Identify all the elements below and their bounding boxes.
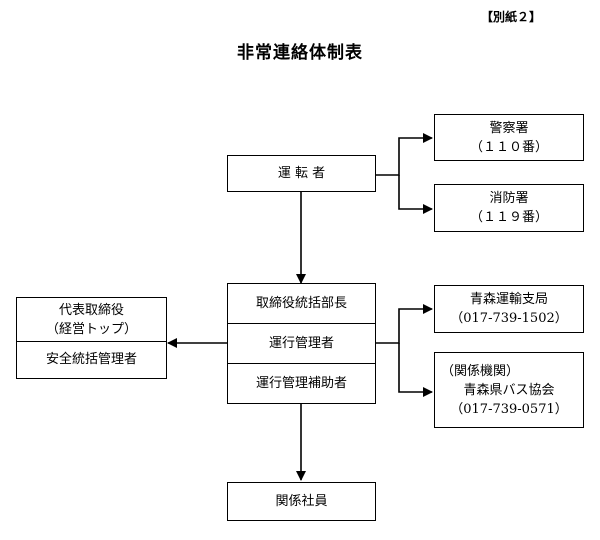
police-box: 警察署 （１１０番） bbox=[434, 114, 584, 161]
transport-bureau-box: 青森運輸支局 （017-739-1502） bbox=[434, 285, 584, 333]
management-director-cell: 取締役統括部長 bbox=[228, 284, 375, 324]
police-number: （１１０番） bbox=[469, 139, 548, 155]
bus-association-phone: （017-739-0571） bbox=[450, 401, 568, 417]
staff-label: 関係社員 bbox=[275, 494, 328, 509]
driver-to-fire-arrow bbox=[398, 175, 433, 214]
page-title: 非常連絡体制表 bbox=[237, 43, 363, 63]
management-box: 取締役統括部長 運行管理者 運行管理補助者 bbox=[227, 283, 376, 404]
staff-box: 関係社員 bbox=[227, 482, 376, 521]
transport-bureau-label: 青森運輸支局 bbox=[469, 292, 548, 307]
manager-label: 運行管理者 bbox=[268, 336, 334, 351]
management-assistant-cell: 運行管理補助者 bbox=[228, 364, 375, 402]
assistant-label: 運行管理補助者 bbox=[255, 375, 347, 391]
executive-top-cell: 代表取締役 （経営トップ） bbox=[17, 298, 166, 342]
executive-subtitle: （経営トップ） bbox=[45, 321, 137, 337]
director-label: 取締役統括部長 bbox=[255, 296, 347, 311]
executive-box: 代表取締役 （経営トップ） 安全統括管理者 bbox=[16, 297, 167, 379]
bus-association-label: 青森県バス協会 bbox=[463, 382, 555, 398]
fire-box: 消防署 （１１９番） bbox=[434, 184, 584, 232]
transport-bureau-phone: （017-739-1502） bbox=[450, 311, 568, 326]
management-to-association-arrow bbox=[398, 343, 433, 397]
driver-to-police-arrow bbox=[376, 133, 433, 176]
executive-title: 代表取締役 bbox=[58, 302, 124, 318]
annex-label: 【別紙２】 bbox=[481, 10, 542, 24]
bus-association-box: （関係機関） 青森県バス協会 （017-739-0571） bbox=[434, 352, 584, 428]
police-label: 警察署 bbox=[489, 120, 529, 136]
fire-number: （１１９番） bbox=[469, 210, 548, 225]
bus-association-category: （関係機関） bbox=[441, 363, 520, 379]
driver-label: 運 転 者 bbox=[277, 166, 326, 181]
safety-manager-label: 安全統括管理者 bbox=[45, 352, 137, 367]
executive-safety-cell: 安全統括管理者 bbox=[17, 342, 166, 377]
management-to-bureau-arrow bbox=[376, 304, 433, 344]
management-manager-cell: 運行管理者 bbox=[228, 324, 375, 364]
fire-label: 消防署 bbox=[489, 191, 529, 206]
driver-box: 運 転 者 bbox=[227, 155, 376, 192]
